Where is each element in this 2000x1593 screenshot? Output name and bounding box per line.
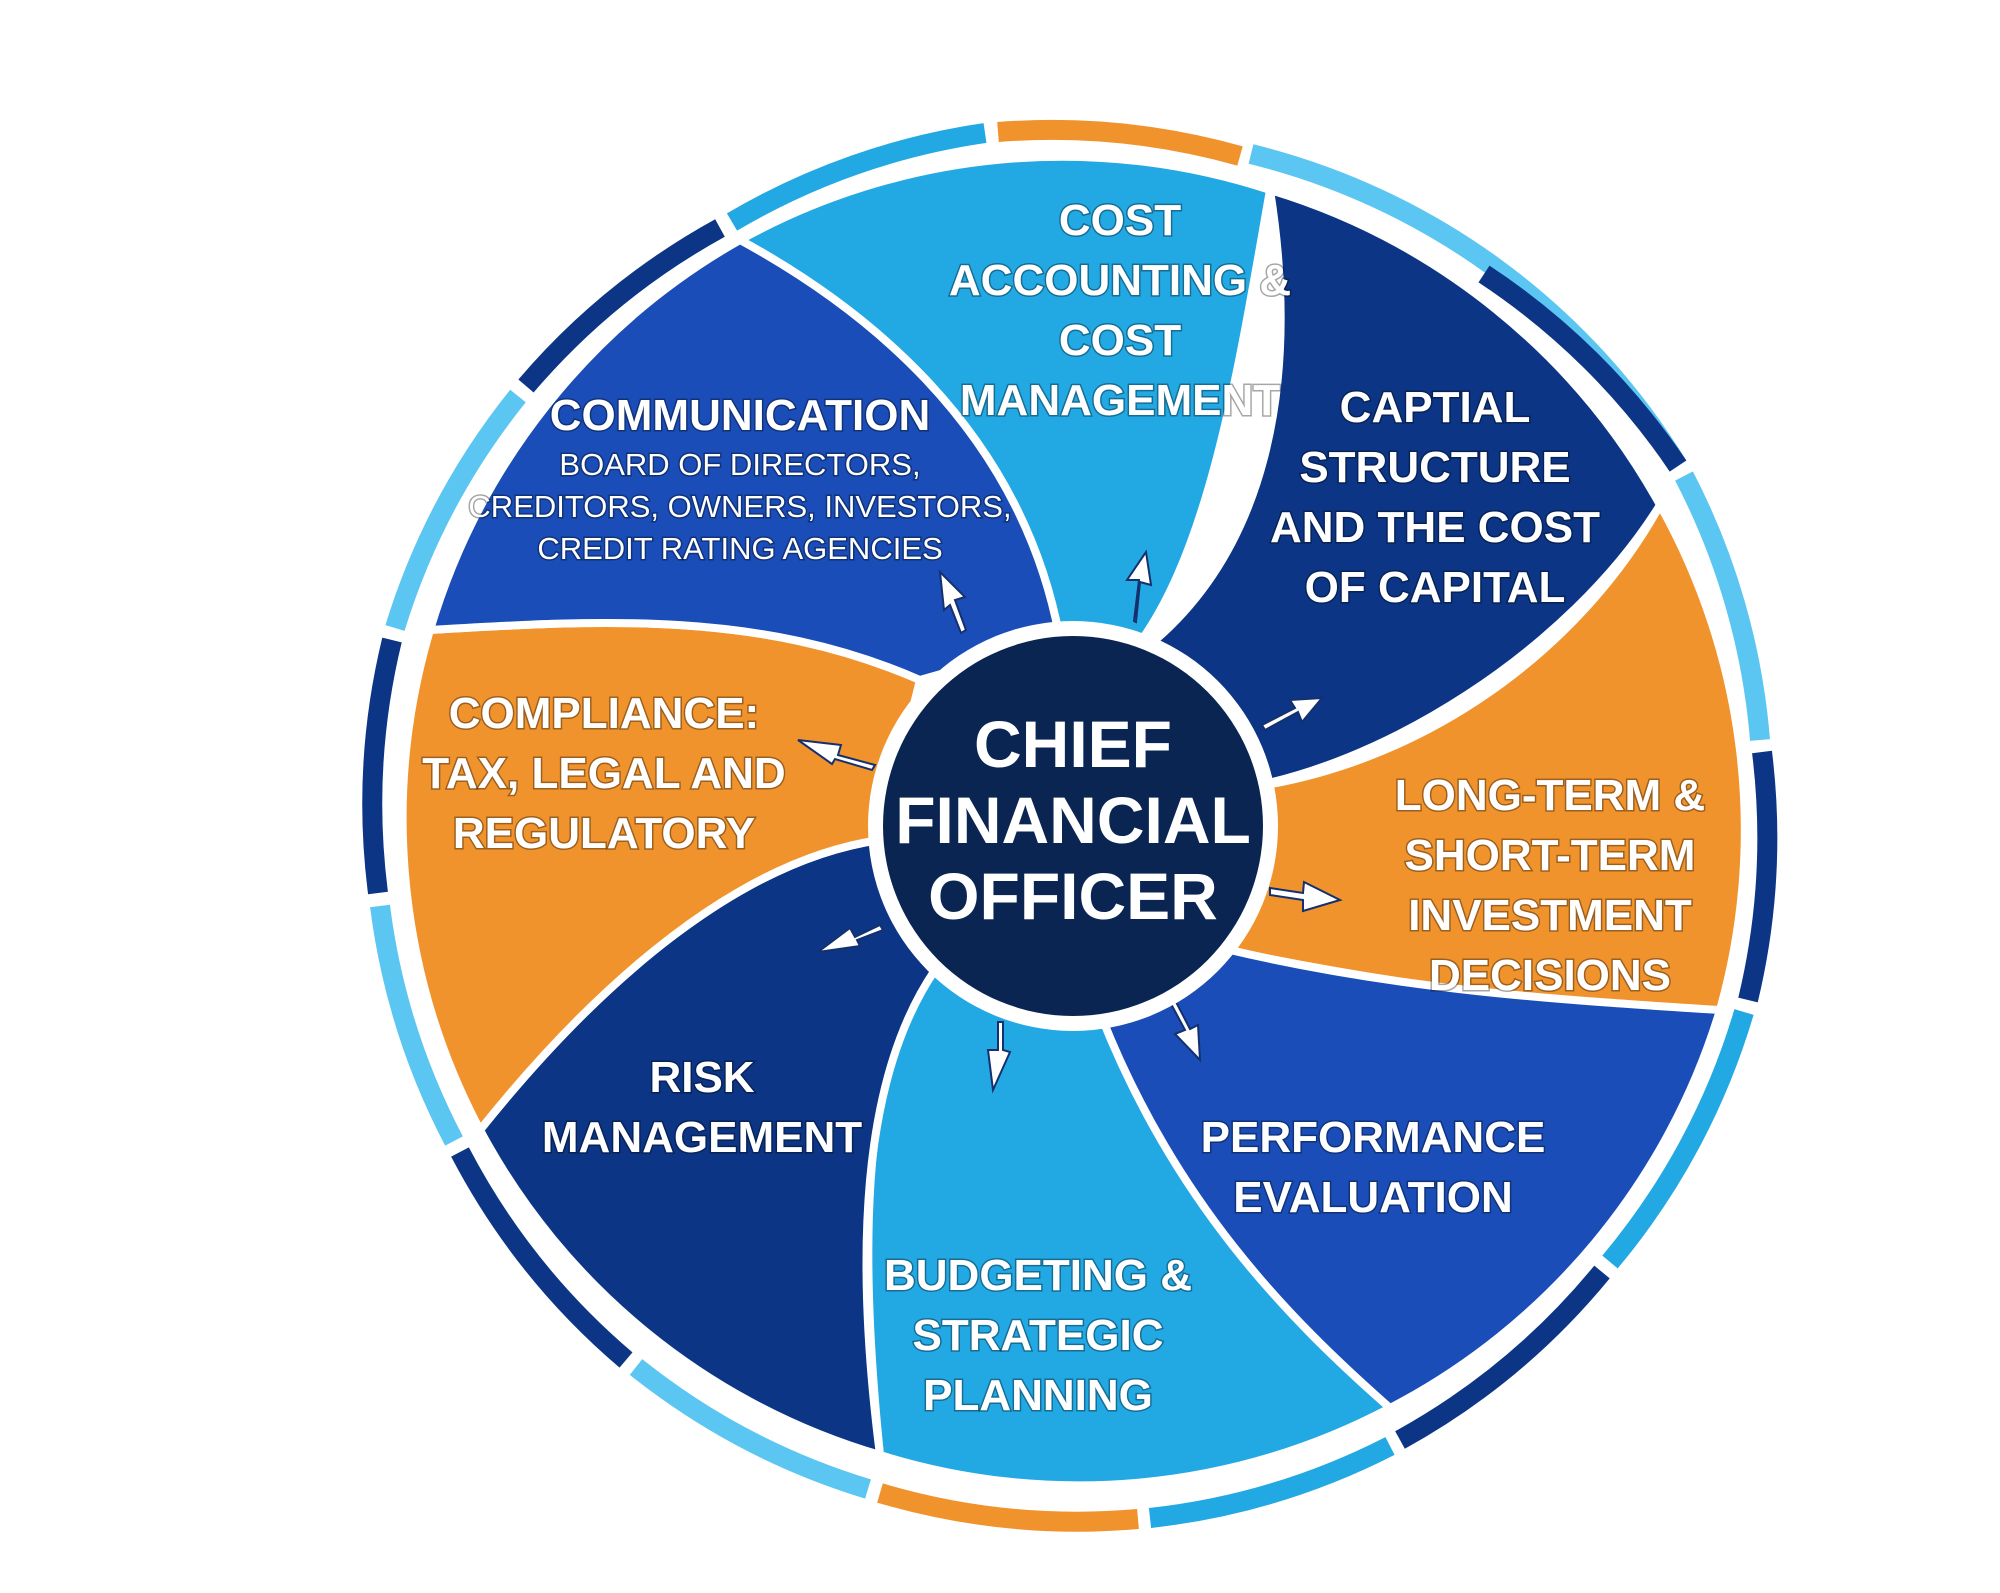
label-capital-structure: CAPTIAL STRUCTURE AND THE COST OF CAPITA… xyxy=(1269,382,1602,614)
communication-line-2: CREDITORS, OWNERS, INVESTORS, xyxy=(468,489,1011,524)
arrow-left xyxy=(797,739,877,772)
investment-line-4: DECISIONS xyxy=(1429,951,1671,1000)
investment-line-3: INVESTMENT xyxy=(1408,891,1692,940)
segments xyxy=(398,152,1749,1490)
center-line-3: OFFICER xyxy=(928,859,1218,933)
outer-ring xyxy=(362,119,1778,1532)
capital-structure-line-2: STRUCTURE xyxy=(1299,443,1570,492)
cost-accounting-line-2: ACCOUNTING & xyxy=(949,256,1291,305)
arrow-up-right xyxy=(1260,696,1325,732)
investment-line-2: SHORT-TERM xyxy=(1405,831,1696,880)
compliance-line-1: COMPLIANCE: xyxy=(449,689,759,738)
label-performance-evaluation: PERFORMANCE EVALUATION xyxy=(1199,1112,1547,1224)
label-investment-decisions: LONG-TERM & SHORT-TERM INVESTMENT DECISI… xyxy=(1393,770,1706,1002)
budgeting-line-3: PLANNING xyxy=(923,1371,1153,1420)
ring-arc-3 xyxy=(1675,471,1770,741)
ring-arc-4 xyxy=(1738,750,1778,1003)
communication-line-1: BOARD OF DIRECTORS, xyxy=(559,447,920,482)
capital-structure-line-3: AND THE COST xyxy=(1270,503,1600,552)
center-hub: CHIEF FINANCIAL OFFICER xyxy=(868,621,1278,1031)
ring-arc-14 xyxy=(518,219,725,393)
label-budgeting: BUDGETING & STRATEGIC PLANNING xyxy=(883,1250,1194,1422)
cost-accounting-line-4: MANAGEMENT xyxy=(960,376,1280,425)
compliance-line-2: TAX, LEGAL AND xyxy=(422,749,785,798)
ring-arc-5 xyxy=(1602,1009,1754,1269)
ring-arc-7 xyxy=(1148,1437,1395,1528)
performance-line-1: PERFORMANCE xyxy=(1201,1113,1546,1162)
arrow-up-left xyxy=(938,569,968,635)
arrow-up xyxy=(1125,549,1153,624)
label-compliance: COMPLIANCE: TAX, LEGAL AND REGULATORY xyxy=(421,688,787,860)
ring-arc-10 xyxy=(451,1147,633,1368)
center-line-2: FINANCIAL xyxy=(895,783,1251,857)
ring-arc-11 xyxy=(370,904,463,1146)
investment-line-1: LONG-TERM & xyxy=(1395,771,1705,820)
budgeting-line-1: BUDGETING & xyxy=(884,1251,1192,1300)
ring-arc-15 xyxy=(726,123,987,231)
risk-line-1: RISK xyxy=(649,1053,754,1102)
capital-structure-line-4: OF CAPITAL xyxy=(1305,563,1566,612)
ring-arc-6 xyxy=(1395,1265,1610,1449)
cost-accounting-line-3: COST xyxy=(1059,316,1181,365)
segment-capital-structure xyxy=(1124,184,1665,795)
cost-accounting-line-1: COST xyxy=(1059,196,1181,245)
capital-structure-line-1: CAPTIAL xyxy=(1340,383,1531,432)
arrow-down-left xyxy=(817,923,885,953)
label-communication: COMMUNICATION BOARD OF DIRECTORS, CREDIT… xyxy=(467,390,1013,568)
ring-arc-2 xyxy=(1478,265,1687,472)
segment-communication xyxy=(424,235,1065,685)
risk-line-2: MANAGEMENT xyxy=(542,1113,862,1162)
arrow-down xyxy=(986,1021,1012,1094)
label-cost-accounting: COST ACCOUNTING & COST MANAGEMENT xyxy=(947,195,1292,427)
label-risk-management: RISK MANAGEMENT xyxy=(540,1052,863,1164)
arrow-down-right xyxy=(1168,998,1202,1063)
ring-arc-9 xyxy=(629,1359,871,1499)
compliance-line-3: REGULATORY xyxy=(453,809,755,858)
arrows xyxy=(797,549,1343,1094)
center-disc xyxy=(883,636,1263,1016)
ring-arc-16 xyxy=(997,119,1243,166)
center-line-1: CHIEF xyxy=(974,707,1172,781)
ring-arc-12 xyxy=(362,637,402,895)
budgeting-line-2: STRATEGIC xyxy=(913,1311,1164,1360)
communication-title: COMMUNICATION xyxy=(550,391,930,440)
communication-line-3: CREDIT RATING AGENCIES xyxy=(537,531,942,566)
arrow-right xyxy=(1269,880,1343,913)
segment-labels: COST ACCOUNTING & COST MANAGEMENT CAPTIA… xyxy=(421,195,1707,1422)
performance-line-2: EVALUATION xyxy=(1233,1173,1512,1222)
ring-arc-13 xyxy=(385,389,526,631)
ring-arc-8 xyxy=(877,1483,1139,1532)
